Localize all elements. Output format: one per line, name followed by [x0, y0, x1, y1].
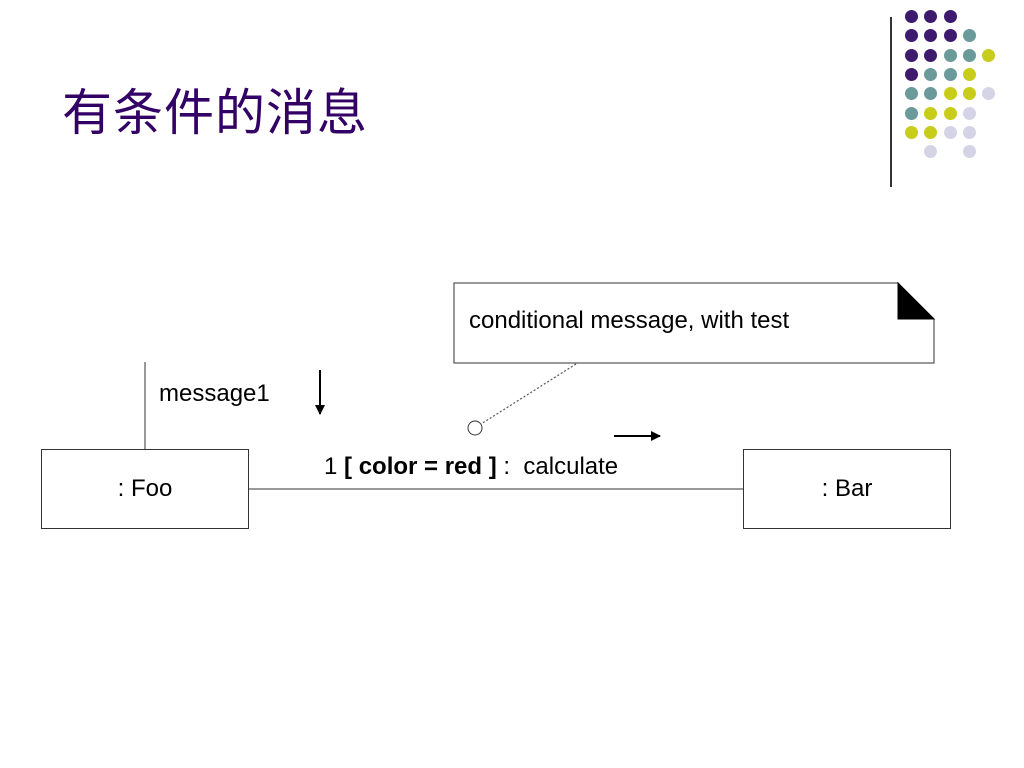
decor-dot [962, 106, 976, 120]
decor-dot [905, 48, 918, 62]
guard-condition: [ color = red ] [344, 453, 497, 480]
note-anchor-line [480, 363, 577, 425]
decor-dot [924, 29, 938, 43]
note-box [453, 282, 935, 364]
decor-dot [982, 48, 996, 62]
decor-dot [962, 48, 976, 62]
decor-dot [943, 48, 957, 62]
object-foo-label: : Foo [117, 475, 173, 502]
message-separator: : [503, 453, 511, 480]
decor-dot [924, 67, 938, 81]
object-foo: : Foo [41, 449, 249, 529]
decor-dot [962, 125, 976, 139]
decor-dot [924, 87, 938, 101]
decor-dot [943, 125, 957, 139]
decor-dot [924, 10, 938, 23]
slide-title: 有条件的消息 [62, 84, 368, 142]
sequence-number: 1 [324, 453, 338, 480]
decor-dot [962, 67, 976, 81]
decor-dot [943, 87, 957, 101]
message-name: calculate [523, 453, 619, 480]
decor-dot [943, 29, 957, 43]
decorative-dot-grid [905, 10, 1015, 170]
decor-dot [905, 106, 918, 120]
title-divider-line [890, 17, 892, 187]
note: conditional message, with test [454, 283, 934, 363]
conditional-message-label: 1 [ color = red ] : calculate [324, 453, 618, 481]
decor-dot [962, 145, 976, 159]
decor-dot [924, 106, 938, 120]
decor-dot [905, 29, 918, 43]
decor-dot [982, 87, 996, 101]
decor-dot [924, 48, 938, 62]
message1-label: message1 [159, 380, 270, 407]
decor-dot [924, 145, 938, 159]
decor-dot [905, 87, 918, 101]
decor-dot [962, 87, 976, 101]
object-bar-label: : Bar [821, 475, 873, 502]
note-anchor-circle [467, 420, 483, 436]
decor-dot [905, 10, 918, 23]
decor-dot [905, 67, 918, 81]
decor-dot [962, 29, 976, 43]
object-bar: : Bar [743, 449, 951, 529]
note-folded-corner [897, 281, 936, 320]
decor-dot [924, 125, 938, 139]
decor-dot [943, 67, 957, 81]
decor-dot [943, 10, 957, 23]
decor-dot [943, 106, 957, 120]
note-text: conditional message, with test [469, 307, 790, 334]
decor-dot [905, 125, 918, 139]
